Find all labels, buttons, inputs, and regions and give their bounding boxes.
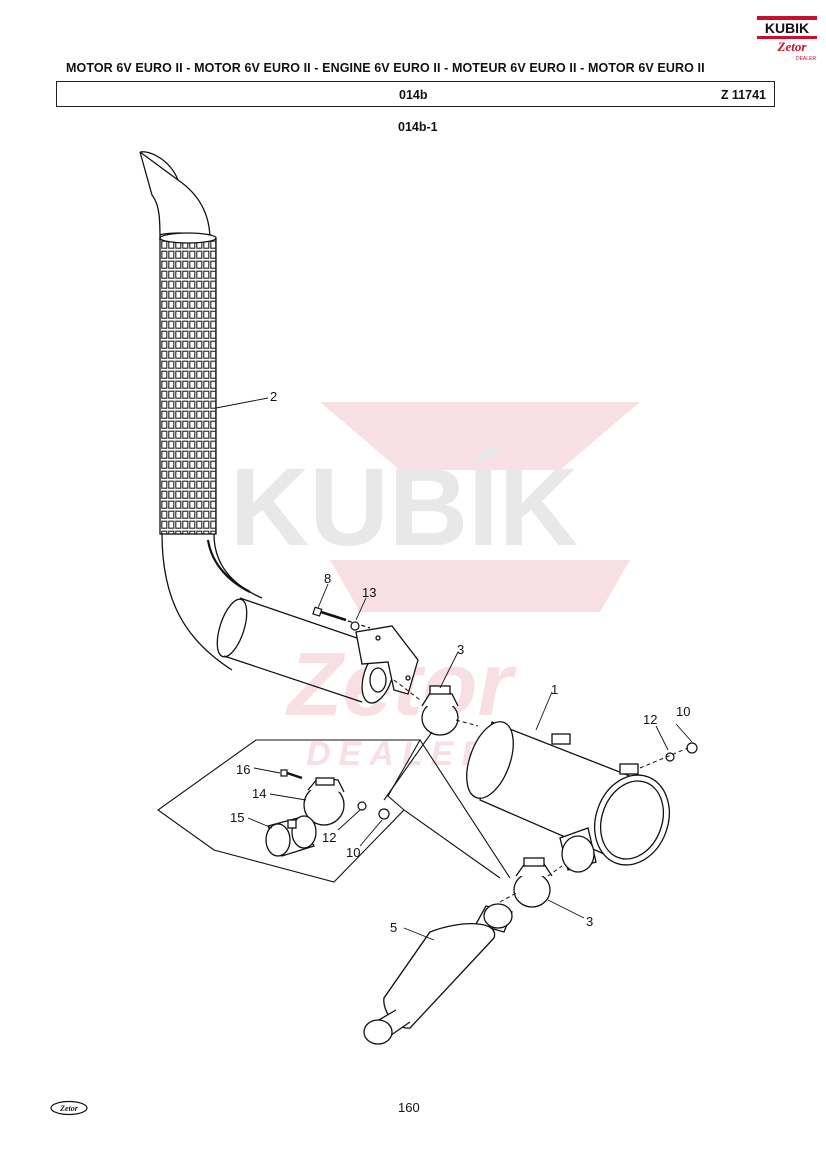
leader-lines xyxy=(215,397,693,941)
svg-text:Zetor: Zetor xyxy=(59,1104,79,1113)
sleeve-15 xyxy=(265,815,317,857)
section-code: 014b xyxy=(399,88,428,102)
callout-13: 13 xyxy=(362,585,376,600)
bolt-16 xyxy=(280,769,303,780)
clamp-3-lower xyxy=(513,857,553,908)
nut-10-right xyxy=(686,742,698,754)
drawing-number: Z 11741 xyxy=(720,88,766,102)
sub-code: 014b-1 xyxy=(398,120,438,134)
clamp-14 xyxy=(303,777,345,826)
detail-inset xyxy=(157,731,511,883)
kubik-zetor-logo: KUBIK Zetor DEALER xyxy=(757,16,817,62)
callout-1: 1 xyxy=(551,682,558,697)
callout-15: 15 xyxy=(230,810,244,825)
exhaust-stack xyxy=(139,151,211,241)
clamp-3-upper xyxy=(421,685,459,736)
nut-12-inset xyxy=(357,801,367,811)
callout-14: 14 xyxy=(252,786,266,801)
nut-10-inset xyxy=(378,808,390,820)
callout-5: 5 xyxy=(390,920,397,935)
heat-shield xyxy=(159,232,217,535)
callout-10-right: 10 xyxy=(676,704,690,719)
page-number: 160 xyxy=(398,1100,420,1115)
exhaust-pipe-bend xyxy=(161,533,263,671)
callout-3-lower: 3 xyxy=(586,914,593,929)
callout-10-inset: 10 xyxy=(346,845,360,860)
muffler xyxy=(466,721,670,873)
silencer-pipe xyxy=(363,903,513,1045)
callout-12-right: 12 xyxy=(643,712,657,727)
header-box: 014b Z 11741 xyxy=(56,81,775,107)
svg-text:Zetor: Zetor xyxy=(777,39,808,54)
callout-3-upper: 3 xyxy=(457,642,464,657)
bolt-8 xyxy=(312,606,371,629)
callout-12-inset: 12 xyxy=(322,830,336,845)
callout-8: 8 xyxy=(324,571,331,586)
callout-2: 2 xyxy=(270,389,277,404)
svg-text:DEALER: DEALER xyxy=(796,56,816,62)
page-title: MOTOR 6V EURO II - MOTOR 6V EURO II - EN… xyxy=(66,61,705,75)
mounting-bracket xyxy=(355,625,419,695)
callout-16: 16 xyxy=(236,762,250,777)
svg-text:DEALER: DEALER xyxy=(306,735,494,773)
svg-text:KUBÍK: KUBÍK xyxy=(230,446,578,569)
nut-13 xyxy=(350,621,360,631)
zetor-footer-logo: Zetor xyxy=(50,1100,88,1116)
svg-text:KUBIK: KUBIK xyxy=(765,20,809,36)
